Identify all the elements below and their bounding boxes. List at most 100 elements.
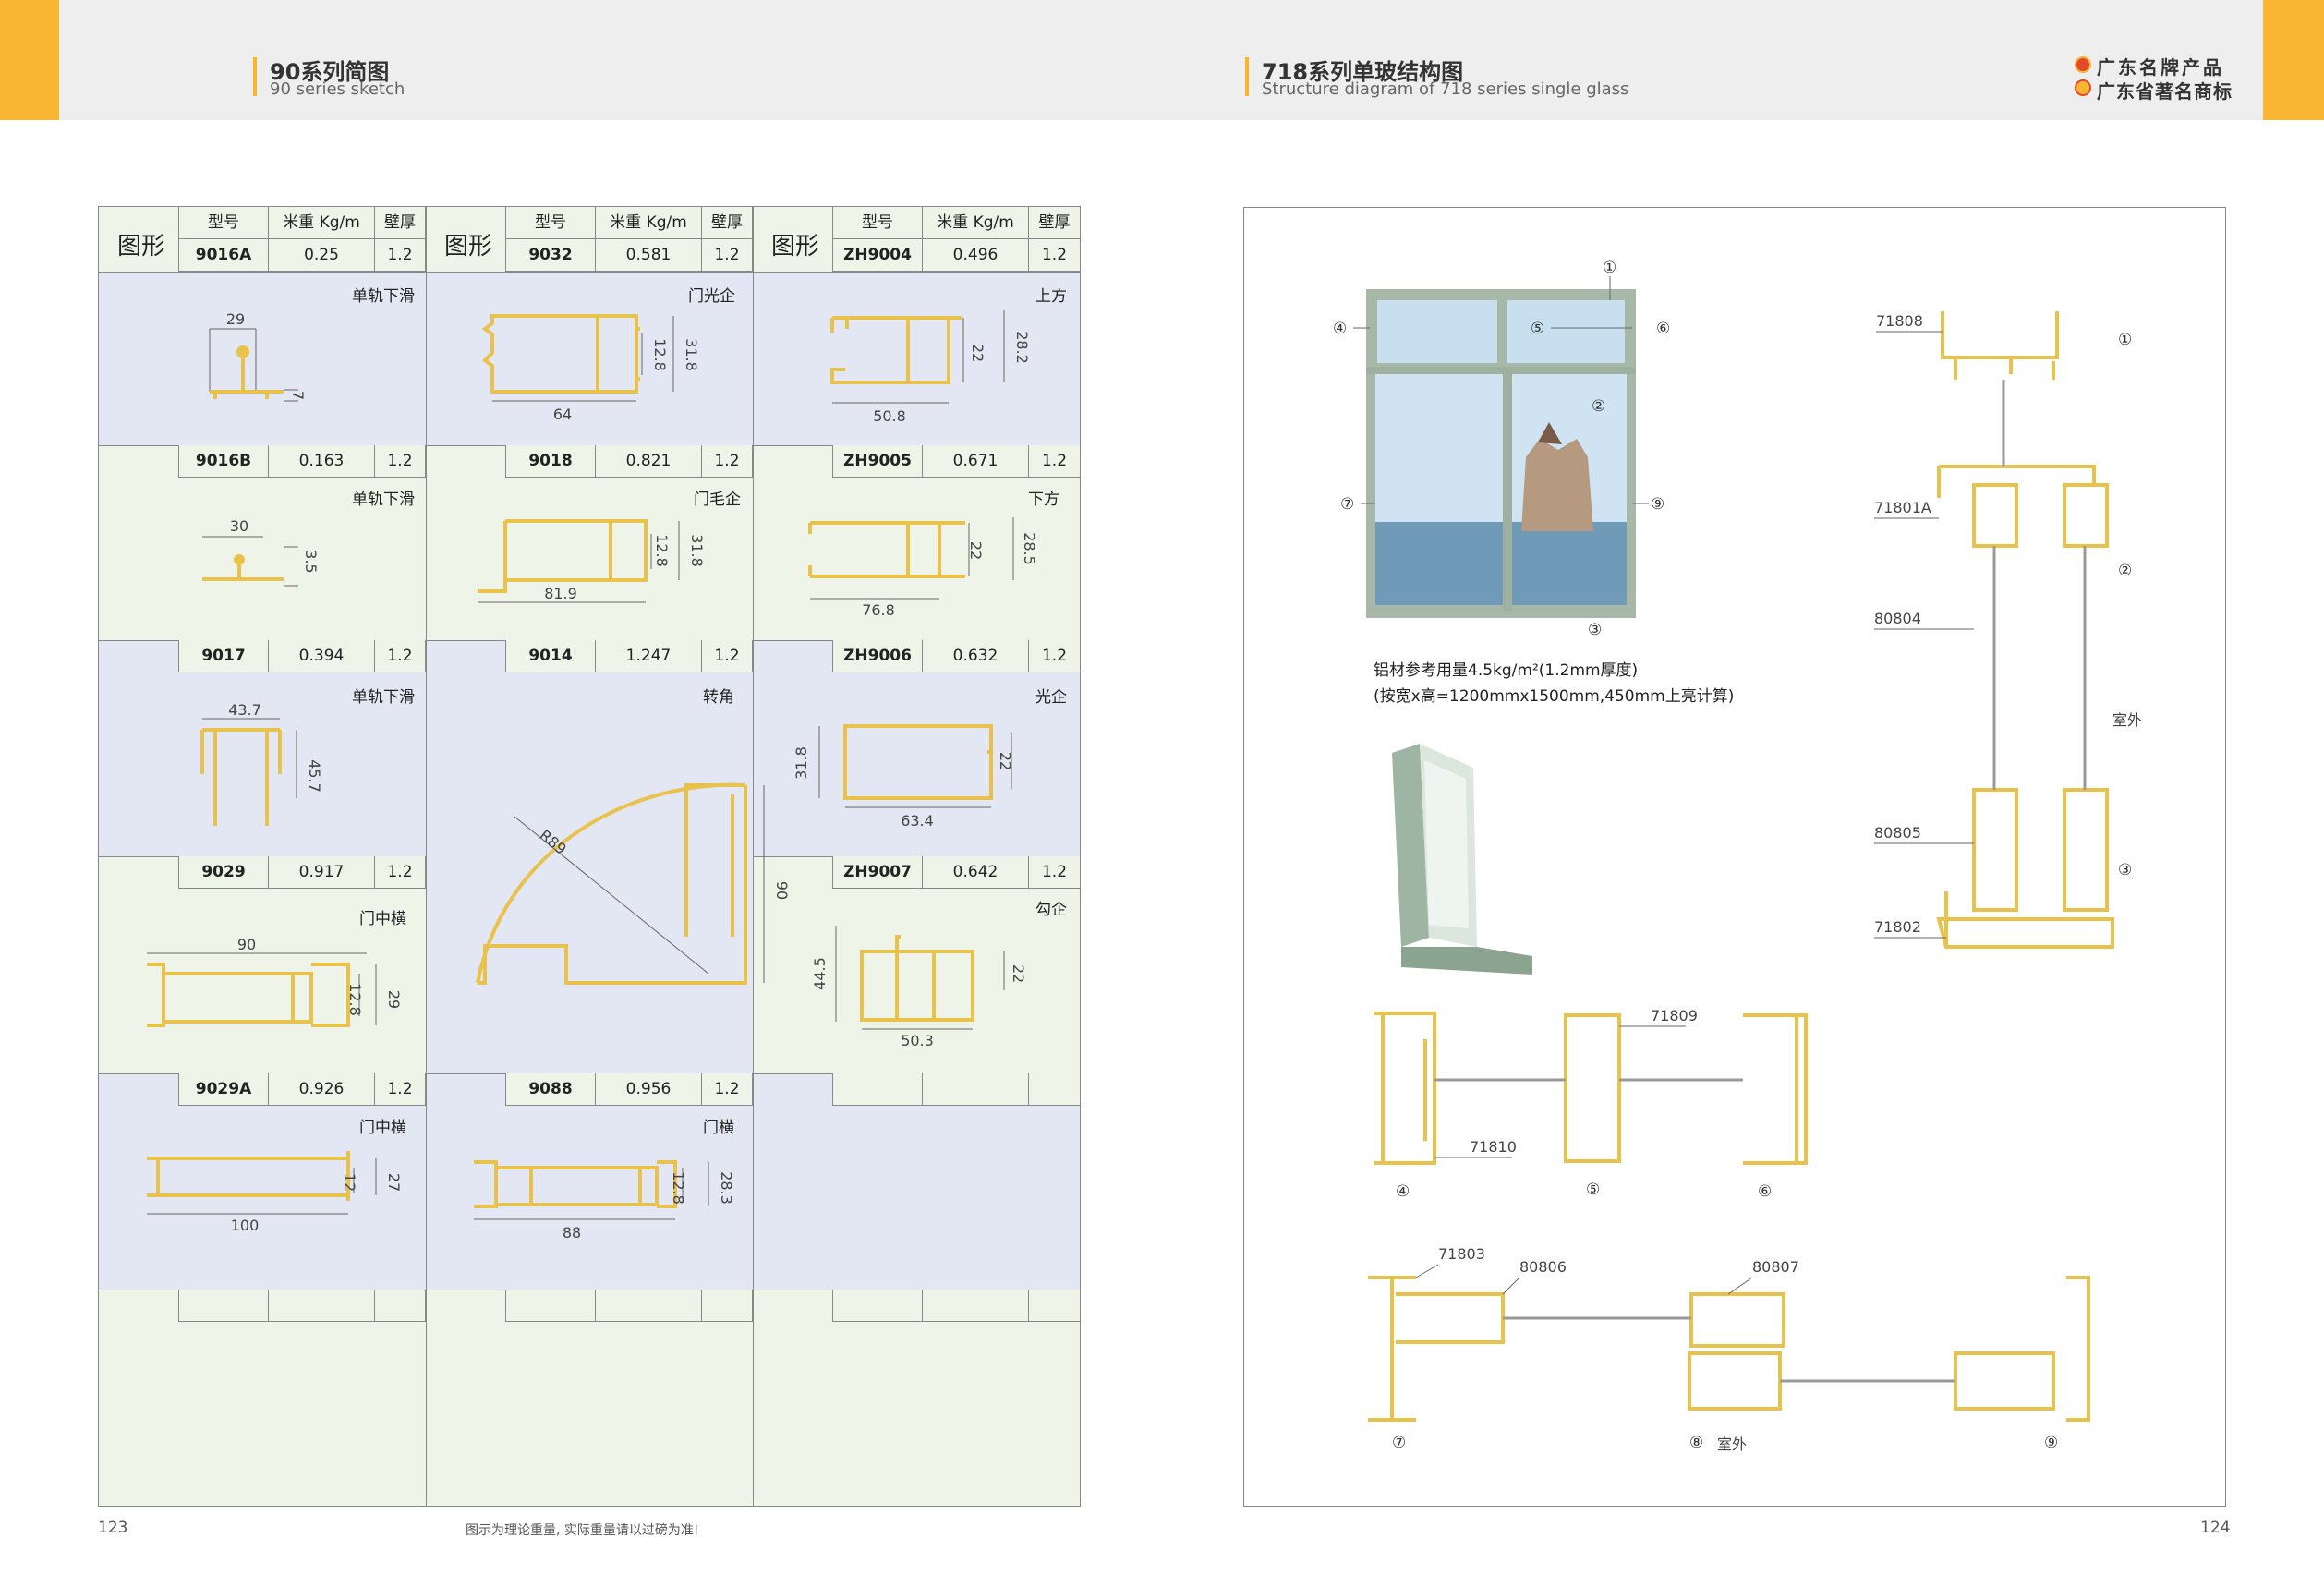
material-note-1: 铝材参考用量4.5kg/m²(1.2mm厚度) <box>1374 661 1639 680</box>
svg-text:31.8: 31.8 <box>793 746 810 780</box>
profile-9088-drawing: 88 12.8 28.3 <box>474 1160 735 1242</box>
weight-9017: 0.394 <box>269 640 375 672</box>
svg-text:76.8: 76.8 <box>862 601 895 619</box>
weight-ZH9007: 0.642 <box>923 856 1029 889</box>
empty-thick-cell <box>1029 1073 1080 1106</box>
profile-name-9029A: 门中横 <box>359 1119 406 1137</box>
thick-9018: 1.2 <box>702 445 753 478</box>
svg-text:50.3: 50.3 <box>901 1032 934 1049</box>
code-71802: 71802 <box>1874 918 1921 936</box>
code-71810: 71810 <box>1470 1138 1517 1156</box>
profile-ZH9004-drawing: 50.8 22 28.2 <box>830 310 1031 425</box>
code-71808: 71808 <box>1876 312 1923 330</box>
svg-text:45.7: 45.7 <box>306 759 323 793</box>
profile-name-9088: 门横 <box>703 1119 734 1137</box>
right-title-bar <box>1245 57 1249 96</box>
outside-label-top: 室外 <box>2112 711 2142 729</box>
svg-text:29: 29 <box>385 990 403 1009</box>
section-circle-6: ⑥ <box>1758 1182 1772 1201</box>
svg-text:63.4: 63.4 <box>901 812 934 830</box>
svg-text:90: 90 <box>237 936 256 953</box>
col-thick-2: 壁厚 <box>702 207 753 239</box>
model-ZH9004: ZH9004 <box>832 239 923 272</box>
code-80805: 80805 <box>1874 824 1921 842</box>
profile-name-ZH9004: 上方 <box>1035 287 1067 306</box>
empty-cell <box>178 1290 269 1322</box>
svg-text:28.5: 28.5 <box>1021 532 1038 565</box>
svg-text:12.8: 12.8 <box>651 338 669 371</box>
code-71801A: 71801A <box>1874 499 1931 516</box>
svg-text:12.8: 12.8 <box>653 534 671 567</box>
profile-9032-drawing: 64 12.8 31.8 <box>481 314 700 423</box>
profile-name-ZH9005: 下方 <box>1028 491 1059 509</box>
section-circle-1: ① <box>2118 331 2132 349</box>
section-circle-5: ⑤ <box>1586 1181 1600 1199</box>
label-circle-1: ① <box>1603 259 1616 277</box>
profile-9018-drawing: 81.9 12.8 31.8 <box>478 519 706 603</box>
label-circle-5: ⑤ <box>1531 320 1544 338</box>
profile-9017-drawing: 43.7 45.7 <box>200 701 323 826</box>
weight-9032: 0.581 <box>596 239 702 272</box>
label-circle-3: ③ <box>1588 621 1602 639</box>
structure-diagrams: ① ④ ⑤ ⑥ ② ⑦ ⑨ ③ 71808 718 <box>1333 259 2142 1453</box>
svg-text:12: 12 <box>341 1173 358 1192</box>
weight-9014: 1.247 <box>596 640 702 672</box>
svg-text:90: 90 <box>773 881 791 900</box>
model-9016A: 9016A <box>178 239 269 272</box>
left-subtitle: 90 series sketch <box>270 79 405 99</box>
model-9016B: 9016B <box>178 445 269 478</box>
profile-9016A-drawing: 29 7 <box>209 310 307 402</box>
shape-header-2: 图形 <box>444 233 493 260</box>
left-tab-accent <box>0 0 59 120</box>
thick-9029: 1.2 <box>375 856 426 889</box>
profile-table: 图形 图形 图形 型号 米重 Kg/m 壁厚 9016A 0.25 1.2 型号… <box>98 206 1081 1507</box>
label-circle-2: ② <box>1592 397 1605 416</box>
weight-9088: 0.956 <box>596 1073 702 1106</box>
svg-text:12.8: 12.8 <box>346 983 364 1016</box>
model-9088: 9088 <box>505 1073 596 1106</box>
thick-9017: 1.2 <box>375 640 426 672</box>
shape-header-1: 图形 <box>117 233 166 260</box>
footer-disclaimer: 图示为理论重量, 实际重量请以过磅为准! <box>466 1523 699 1538</box>
section-circle-8: ⑧ <box>1689 1434 1703 1452</box>
weight-9029: 0.917 <box>269 856 375 889</box>
profile-name-ZH9007: 勾企 <box>1035 901 1067 919</box>
thick-ZH9005: 1.2 <box>1029 445 1080 478</box>
brand-logo-icon <box>2075 56 2091 73</box>
svg-text:22: 22 <box>969 344 986 362</box>
material-note-2: (按宽x高=1200mmx1500mm,450mm上亮计算) <box>1374 687 1735 706</box>
label-circle-9: ⑨ <box>1651 495 1664 514</box>
thick-9088: 1.2 <box>702 1073 753 1106</box>
thick-9014: 1.2 <box>702 640 753 672</box>
empty-cell <box>505 1290 596 1322</box>
model-9014: 9014 <box>505 640 596 672</box>
window-illustration <box>1366 289 1636 618</box>
svg-text:3.5: 3.5 <box>302 550 320 573</box>
right-subtitle: Structure diagram of 718 series single g… <box>1262 79 1629 99</box>
svg-text:43.7: 43.7 <box>228 701 261 719</box>
profile-ZH9005-drawing: 76.8 22 28.5 <box>808 517 1038 619</box>
section-circle-4: ④ <box>1396 1182 1410 1201</box>
thick-ZH9006: 1.2 <box>1029 640 1080 672</box>
empty-model-cell <box>832 1073 923 1106</box>
profile-name-ZH9006: 光企 <box>1035 688 1067 707</box>
svg-text:22: 22 <box>967 541 985 560</box>
profile-name-9017: 单轨下滑 <box>352 688 415 707</box>
svg-text:29: 29 <box>226 310 245 328</box>
svg-text:31.8: 31.8 <box>683 338 700 371</box>
svg-text:27: 27 <box>385 1173 403 1192</box>
thick-9016A: 1.2 <box>375 239 426 272</box>
section-circle-3: ③ <box>2118 861 2132 879</box>
profile-3d-illustration <box>1392 744 1532 975</box>
thick-9029A: 1.2 <box>375 1073 426 1106</box>
shape-header-3: 图形 <box>771 233 820 260</box>
empty-cell <box>1029 1290 1080 1322</box>
code-80804: 80804 <box>1874 610 1921 627</box>
empty-cell <box>375 1290 426 1322</box>
trademark-logo-icon <box>2075 79 2091 96</box>
col-weight-3: 米重 Kg/m <box>923 207 1029 239</box>
left-title: 90系列简图 <box>270 59 390 85</box>
svg-text:7: 7 <box>289 391 307 400</box>
model-9029: 9029 <box>178 856 269 889</box>
svg-text:28.2: 28.2 <box>1013 331 1031 364</box>
